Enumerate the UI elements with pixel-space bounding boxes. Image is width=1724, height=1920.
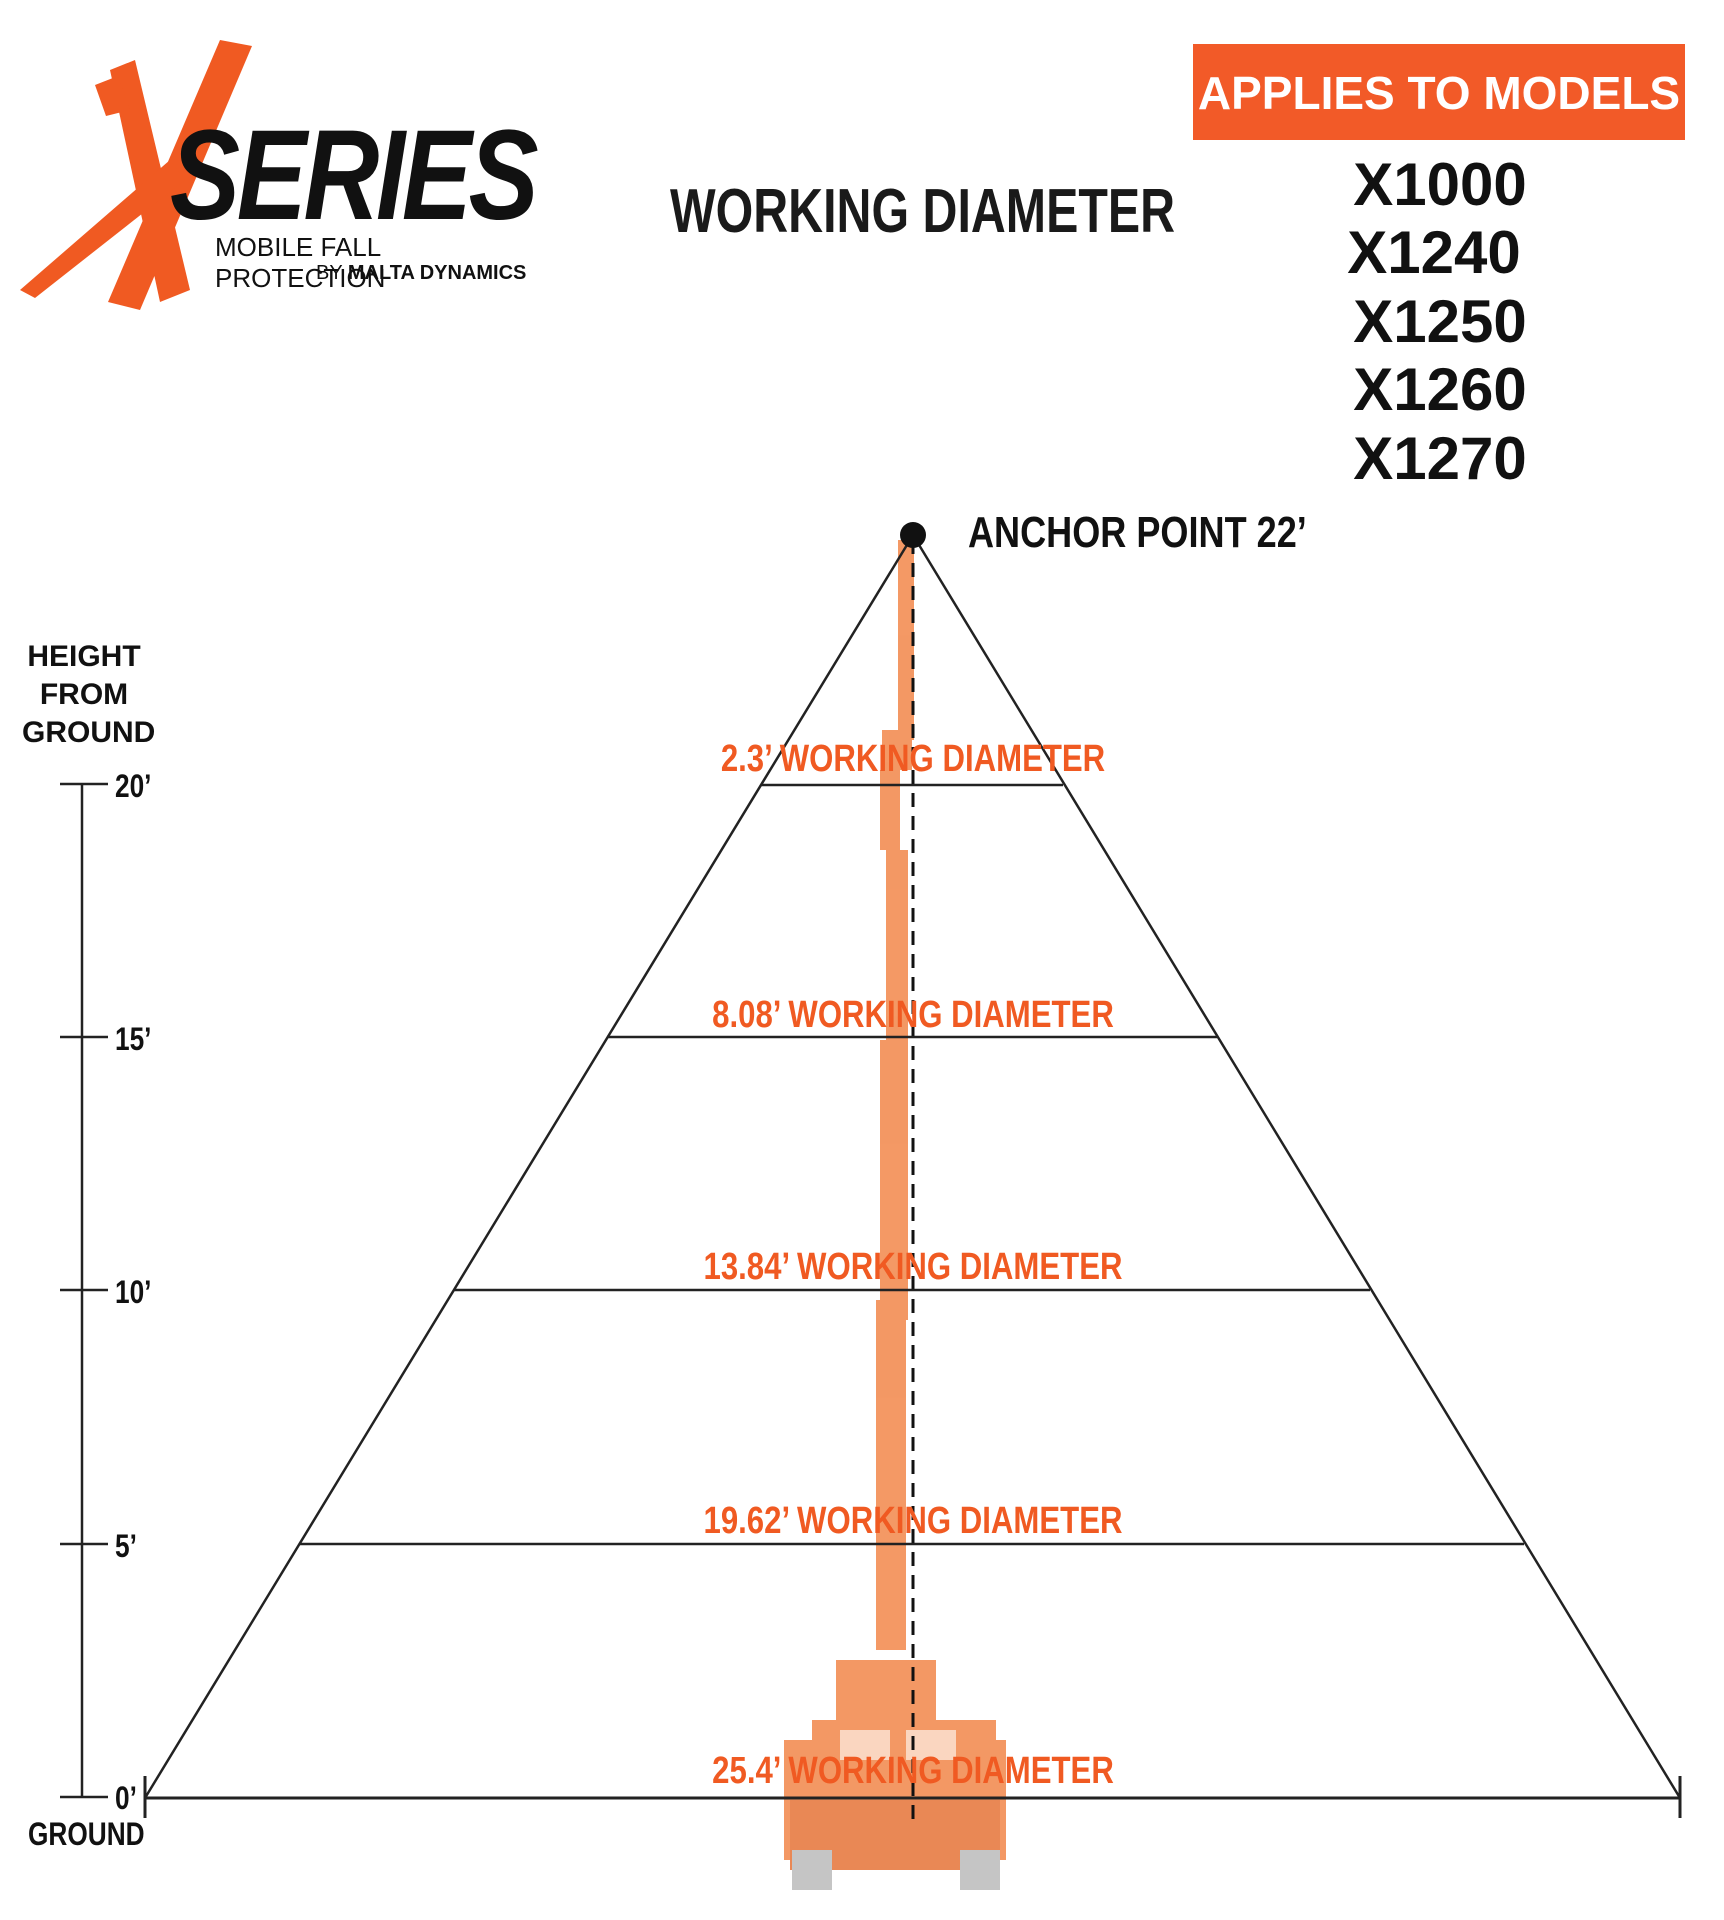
logo-byline: BY MALTA DYNAMICS xyxy=(316,262,527,284)
diameter-label: 25.4’ WORKING DIAMETER xyxy=(712,1750,1114,1792)
models-banner-label: APPLIES TO MODELS xyxy=(1197,67,1681,119)
ground-label: GROUND xyxy=(28,1816,145,1852)
axis-tick-label: 0’ xyxy=(115,1780,137,1816)
model-item: X1250 xyxy=(1353,288,1527,355)
x-mark-icon xyxy=(20,40,252,310)
anchor-point-icon xyxy=(900,522,926,548)
crane-illustration xyxy=(784,540,1006,1890)
cone-edge-right xyxy=(911,534,1682,1799)
model-item: X1260 xyxy=(1353,356,1527,423)
model-item: X1270 xyxy=(1353,425,1527,492)
cone-edge-left xyxy=(143,534,915,1799)
models-banner: APPLIES TO MODELS xyxy=(1193,44,1685,140)
axis-title: HEIGHT FROM GROUND xyxy=(22,640,156,749)
axis-tick-label: 15’ xyxy=(115,1021,152,1057)
diameter-label: 13.84’ WORKING DIAMETER xyxy=(703,1246,1123,1288)
page-title: WORKING DIAMETER xyxy=(670,177,1176,246)
axis-tick-label: 10’ xyxy=(115,1274,152,1310)
anchor-point-label: ANCHOR POINT 22’ xyxy=(968,508,1307,557)
logo-tagline: MOBILE FALL PROTECTION xyxy=(215,232,386,293)
diameter-label: 19.62’ WORKING DIAMETER xyxy=(703,1500,1123,1542)
diameter-label: 2.3’ WORKING DIAMETER xyxy=(720,738,1106,780)
model-item: X1000 xyxy=(1353,151,1527,218)
diameter-label: 8.08’ WORKING DIAMETER xyxy=(712,994,1114,1036)
logo-wordmark: SERIES xyxy=(170,104,539,247)
axis-tick-label: 5’ xyxy=(115,1528,137,1564)
model-item: X1240 xyxy=(1347,219,1521,286)
brand-logo: SERIES MOBILE FALL PROTECTION BY MALTA D… xyxy=(20,40,540,320)
axis-tick-label: 20’ xyxy=(115,768,152,804)
